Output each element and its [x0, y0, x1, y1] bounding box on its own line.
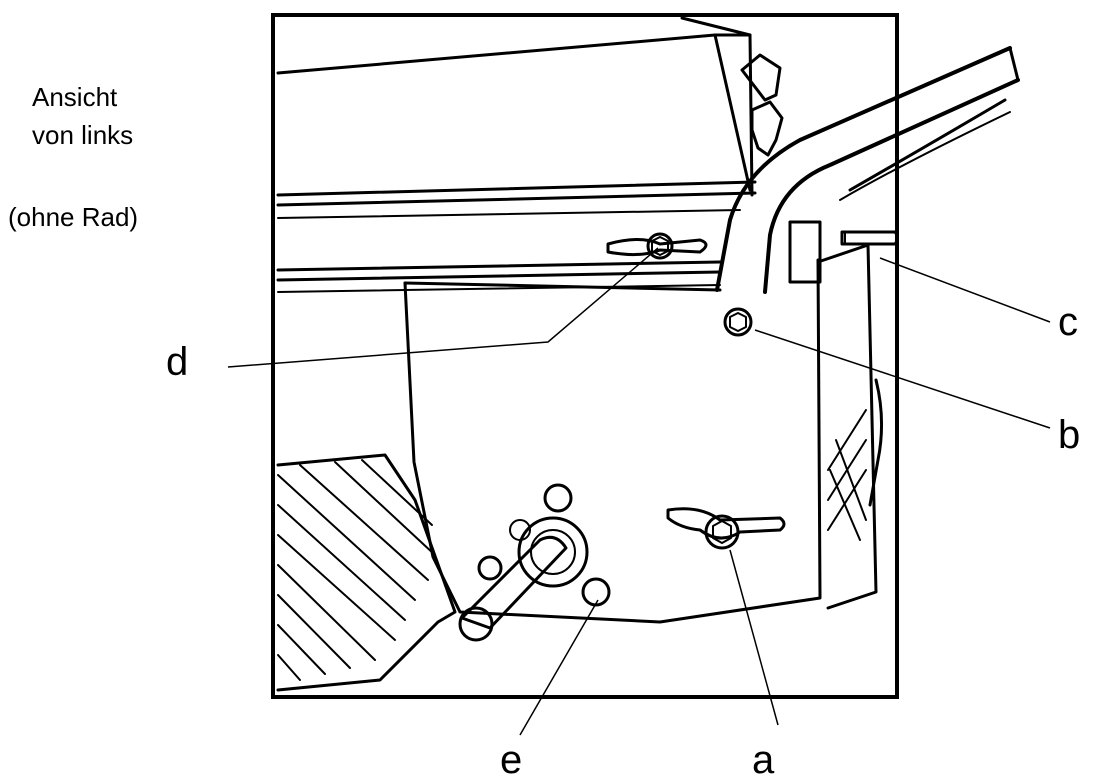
leader-d — [227, 247, 659, 368]
drawing-frame — [271, 13, 899, 699]
machine-illustration — [276, 16, 1020, 692]
leader-c — [879, 257, 1051, 323]
caption-without-wheel: (ohne Rad) — [8, 202, 139, 232]
leader-lines — [227, 247, 1051, 736]
caption-view-line-2: von links — [32, 120, 134, 150]
callout-label-a: a — [752, 738, 775, 782]
leader-a — [729, 549, 779, 726]
callout-label-c: c — [1058, 300, 1078, 344]
callout-label-d: d — [166, 340, 189, 384]
callout-label-b: b — [1058, 413, 1081, 457]
leader-b — [754, 329, 1051, 429]
caption-view-line-1: Ansicht — [32, 82, 118, 112]
leader-e — [519, 599, 599, 736]
callout-label-e: e — [500, 738, 523, 782]
